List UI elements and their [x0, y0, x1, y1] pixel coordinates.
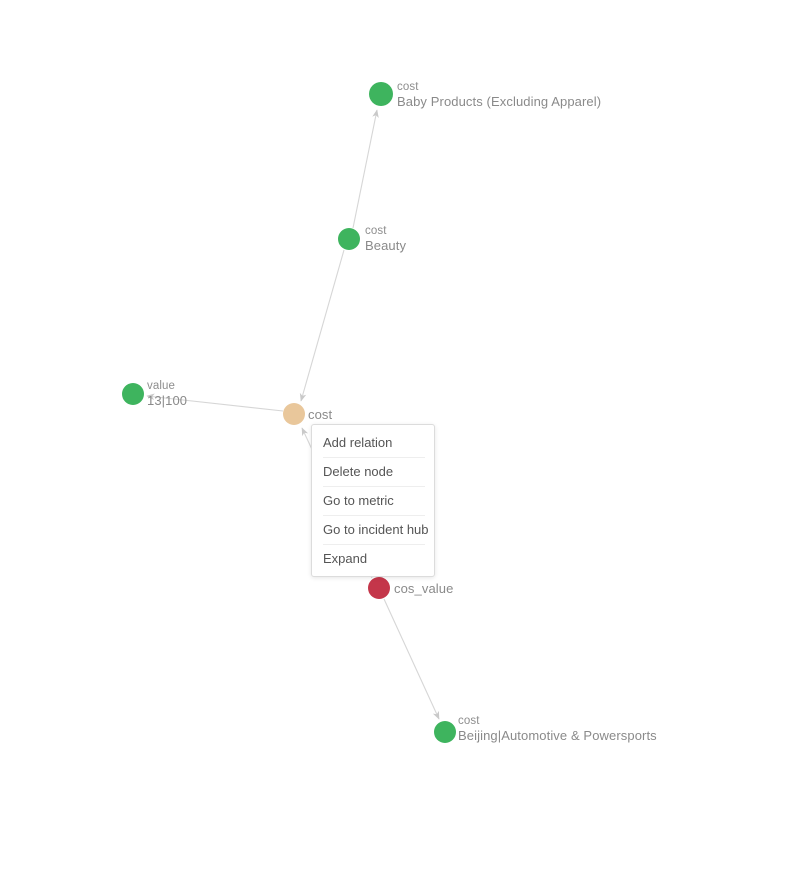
graph-node-beijing[interactable] [434, 721, 456, 743]
graph-node-cos-value[interactable] [368, 577, 390, 599]
graph-node-value[interactable] [122, 383, 144, 405]
context-menu-item-go-to-metric[interactable]: Go to metric [312, 486, 434, 515]
context-menu-item-add-relation[interactable]: Add relation [312, 428, 434, 457]
node-type-baby-products: cost [397, 81, 419, 93]
edge-beauty-to-baby-products [352, 109, 379, 229]
edge-beauty-to-cost-center [299, 249, 345, 402]
node-type-value: value [147, 380, 175, 392]
graph-node-cost-center[interactable] [283, 403, 305, 425]
node-type-beauty: cost [365, 225, 387, 237]
graph-node-label-beauty: cost Beauty [365, 224, 406, 254]
node-context-menu[interactable]: Add relation Delete node Go to metric Go… [311, 424, 435, 577]
node-type-beijing: cost [458, 715, 480, 727]
node-name-value: 13|100 [147, 393, 188, 409]
graph-node-label-cos-value: cos_value [394, 581, 453, 597]
graph-node-label-cost-center: cost [308, 407, 332, 423]
edge-cos-value-to-beijing [383, 598, 440, 720]
node-name-baby-products: Baby Products (Excluding Apparel) [397, 94, 602, 110]
node-name-beijing: Beijing|Automotive & Powersports [458, 728, 657, 744]
node-type-cost-center: cost [308, 407, 333, 422]
node-type-cos-value: cos_value [394, 581, 454, 596]
graph-node-label-baby-products: cost Baby Products (Excluding Apparel) [397, 80, 601, 110]
graph-node-beauty[interactable] [338, 228, 360, 250]
graph-node-baby-products[interactable] [369, 82, 393, 106]
node-name-beauty: Beauty [365, 238, 407, 254]
graph-node-label-value: value 13|100 [147, 379, 187, 409]
context-menu-item-expand[interactable]: Expand [312, 544, 434, 573]
graph-node-label-beijing: cost Beijing|Automotive & Powersports [458, 714, 657, 744]
context-menu-item-delete-node[interactable]: Delete node [312, 457, 434, 486]
context-menu-item-go-to-incident-hub[interactable]: Go to incident hub [312, 515, 434, 544]
